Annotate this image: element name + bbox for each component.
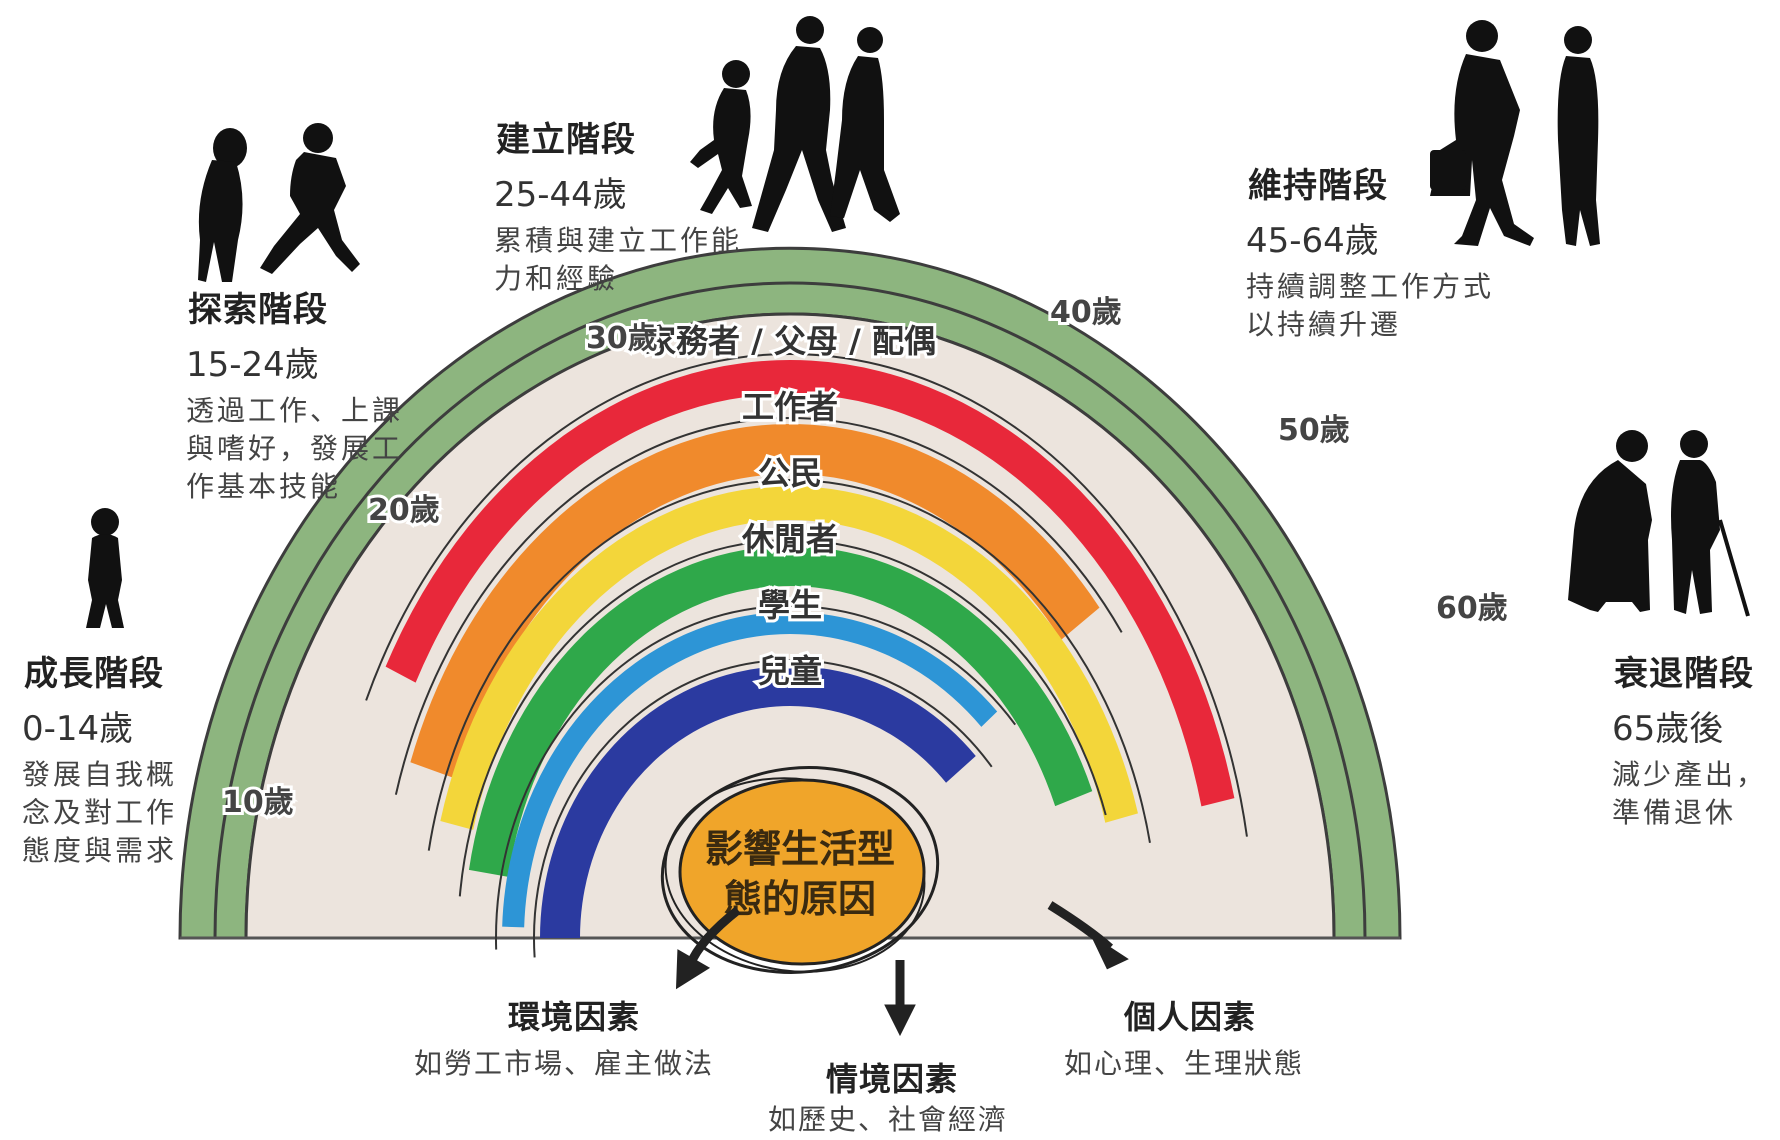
stage-growth-desc: 發展自我概念及對工作態度與需求 xyxy=(22,758,178,867)
outer-band-inner-line xyxy=(213,281,1367,939)
role-label-leisurite: 休閒者 xyxy=(741,520,838,558)
factor-personal-desc: 如心理、生理狀態 xyxy=(1064,1047,1305,1080)
teen-silhouettes xyxy=(198,123,360,282)
child-silhouette xyxy=(86,508,124,628)
band-citizen-outline xyxy=(427,479,1151,851)
age-tick-20: 20歲 xyxy=(368,493,440,528)
stage-decline-title: 衰退階段 xyxy=(1603,644,1775,697)
stage-exploration-desc: 透過工作、上課與嗜好，發展工作基本技能 xyxy=(186,394,404,503)
band-student-outline xyxy=(495,605,1017,950)
stage-growth: 成長階段 0-14歲 發展自我概念及對工作態度與需求 xyxy=(13,644,185,870)
center-text-line2: 態的原因 xyxy=(724,877,876,921)
center-causes: 影響生活型 態的原因 xyxy=(660,766,940,974)
stage-exploration: 探索階段 15-24歲 透過工作、上課與嗜好，發展工作基本技能 xyxy=(177,280,404,506)
stage-decline-desc: 減少產出，準備退休 xyxy=(1612,758,1768,829)
age-tick-30: 30歲 xyxy=(586,321,658,356)
band-worker xyxy=(410,424,1100,780)
family-silhouettes xyxy=(690,16,900,232)
stage-maintenance-desc: 持續調整工作方式以持續升遷 xyxy=(1246,270,1495,341)
stage-growth-title: 成長階段 xyxy=(13,644,185,697)
stage-maintenance-title: 維持階段 xyxy=(1237,156,1409,209)
role-label-child: 兒童 xyxy=(758,652,822,690)
stage-establishment: 建立階段 25-44歲 累積與建立工作能力和經驗 xyxy=(485,110,743,298)
band-leisurite xyxy=(468,545,1093,877)
stage-decline-age: 65歲後 xyxy=(1612,709,1724,749)
elderly-silhouettes xyxy=(1568,430,1750,617)
role-label-homemaker: 家務者 / 父母 / 配偶 xyxy=(644,322,936,360)
age-tick-60: 60歲 xyxy=(1436,591,1508,626)
role-label-student: 學生 xyxy=(758,586,822,624)
stage-establishment-age: 25-44歲 xyxy=(494,175,627,215)
band-child xyxy=(540,666,976,938)
factor-environment-desc: 如勞工市場、雇主做法 xyxy=(414,1047,715,1080)
band-citizen xyxy=(440,486,1138,830)
adult-silhouettes xyxy=(1430,20,1600,246)
stage-growth-age: 0-14歲 xyxy=(22,709,134,749)
band-homemaker-outline xyxy=(365,353,1248,837)
stage-establishment-desc: 累積與建立工作能力和經驗 xyxy=(494,224,743,295)
band-worker-outline xyxy=(394,417,1123,795)
stage-maintenance: 維持階段 45-64歲 持續調整工作方式以持續升遷 xyxy=(1237,156,1495,344)
factor-personal-title: 個人因素 xyxy=(1124,998,1257,1036)
stage-exploration-title: 探索階段 xyxy=(177,280,349,333)
band-student xyxy=(502,612,998,928)
factor-arrows xyxy=(675,901,1129,1037)
stage-decline: 衰退階段 65歲後 減少產出，準備退休 xyxy=(1603,644,1775,832)
age-tick-10: 10歲 xyxy=(222,785,294,820)
stage-establishment-title: 建立階段 xyxy=(485,110,657,163)
center-text-line1: 影響生活型 xyxy=(705,827,895,871)
factor-situational-title: 情境因素 xyxy=(826,1060,959,1098)
band-leisurite-outline xyxy=(458,539,1107,897)
role-label-citizen: 公民 xyxy=(758,454,822,492)
role-bands xyxy=(365,353,1248,958)
age-tick-50: 50歲 xyxy=(1278,413,1350,448)
stage-exploration-age: 15-24歲 xyxy=(186,345,319,385)
stage-maintenance-age: 45-64歲 xyxy=(1246,221,1379,261)
band-homemaker xyxy=(385,360,1235,807)
factor-environment-title: 環境因素 xyxy=(508,998,641,1036)
band-child-outline xyxy=(533,659,993,958)
factor-situational-desc: 如歷史、社會經濟 xyxy=(768,1103,1009,1136)
role-label-worker: 工作者 xyxy=(742,388,838,426)
age-tick-40: 40歲 xyxy=(1050,295,1122,330)
